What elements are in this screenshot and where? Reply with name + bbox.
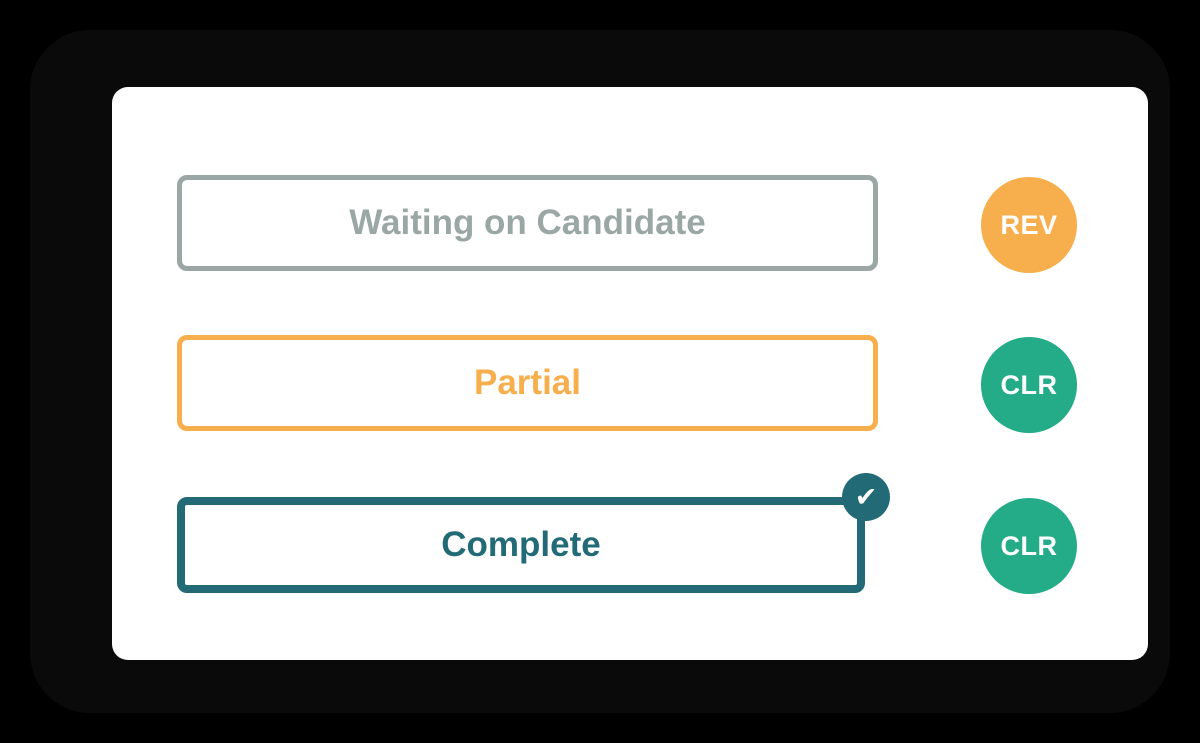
dark-panel: Waiting on Candidate REV Partial CLR Com… [30,30,1170,713]
status-badge-clr: CLR [981,498,1077,594]
status-label: Complete [441,525,601,564]
check-glyph: ✔ [854,481,878,512]
status-label: Waiting on Candidate [349,203,706,242]
status-card: Waiting on Candidate REV Partial CLR Com… [112,87,1148,660]
status-label: Partial [474,363,581,402]
status-option-waiting-on-candidate[interactable]: Waiting on Candidate [177,175,878,271]
status-option-complete[interactable]: Complete [177,497,865,593]
badge-label: CLR [1000,369,1058,400]
status-option-partial[interactable]: Partial [177,335,878,431]
status-badge-rev: REV [981,177,1077,273]
badge-label: CLR [1000,530,1058,561]
check-icon: ✔ [842,473,890,521]
badge-label: REV [1000,209,1058,240]
status-badge-clr: CLR [981,337,1077,433]
